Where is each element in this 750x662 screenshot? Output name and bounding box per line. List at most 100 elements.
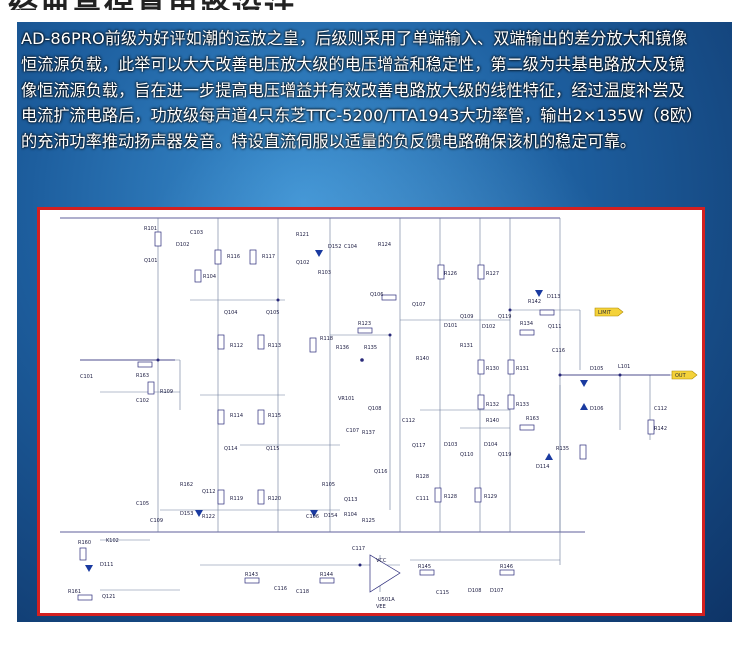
label-r140b: R140 bbox=[486, 418, 499, 424]
label-r117: R117 bbox=[262, 254, 275, 260]
label-q106: Q106 bbox=[370, 292, 383, 298]
label-c104: C104 bbox=[344, 244, 357, 250]
label-r116: R116 bbox=[227, 254, 240, 260]
label-c126: C116 bbox=[552, 348, 565, 354]
resistor-r130 bbox=[477, 359, 485, 375]
resistor-r126 bbox=[437, 264, 445, 280]
resistor-r113 bbox=[257, 334, 265, 350]
label-r131: R131 bbox=[460, 343, 473, 349]
diode-d113 bbox=[535, 290, 543, 297]
resistor-r116 bbox=[214, 249, 222, 265]
limit-tag-label: LIMIT bbox=[598, 310, 612, 316]
resistor-r132 bbox=[477, 394, 485, 410]
label-r124: R124 bbox=[378, 242, 391, 248]
resistor-r114 bbox=[217, 409, 225, 425]
label-c106: C106 bbox=[306, 514, 319, 520]
label-c118: C118 bbox=[296, 589, 309, 595]
resistor-r161 bbox=[77, 594, 93, 601]
label-r135b: R135 bbox=[556, 446, 569, 452]
label-d106: D106 bbox=[590, 406, 603, 412]
resistor-r118 bbox=[309, 337, 317, 353]
label-l101: L101 bbox=[618, 364, 630, 370]
intro-line-5: 的充沛功率推动扬声器发音。特设直流伺服以适量的负反馈电路确保该机的稳定可靠。 bbox=[21, 132, 637, 152]
label-c122: C112 bbox=[654, 406, 667, 412]
resistor-r131 bbox=[507, 359, 515, 375]
label-q109: Q109 bbox=[460, 314, 473, 320]
label-c105: C105 bbox=[136, 501, 149, 507]
label-r130: R130 bbox=[486, 366, 499, 372]
intro-line-2: 恒流源负载，此举可以大大改善电压放大级的电压增益和稳定性，第二级为共基电路放大及… bbox=[21, 54, 685, 74]
label-r136: R136 bbox=[336, 345, 349, 351]
amplifier-schematic: LIMIT OUT R101 Q101 D102 C103 R104 R116 bbox=[37, 207, 705, 616]
label-c102: C102 bbox=[136, 398, 149, 404]
resistor-r128 bbox=[434, 487, 442, 503]
label-r109: R109 bbox=[160, 389, 173, 395]
intro-line-1: AD-86PRO前级为好评如潮的运放之皇，后级则采用了单端输入、双端输出的差分放… bbox=[21, 29, 688, 48]
label-d107: D107 bbox=[490, 588, 503, 594]
label-q105: Q105 bbox=[266, 310, 279, 316]
label-q112: Q112 bbox=[202, 489, 215, 495]
label-k102: K102 bbox=[106, 538, 119, 544]
label-q114: Q114 bbox=[224, 446, 237, 452]
label-r145: R145 bbox=[418, 564, 431, 570]
resistor-r117 bbox=[249, 249, 257, 265]
label-d114: D114 bbox=[536, 464, 549, 470]
label-r118: R118 bbox=[320, 336, 333, 342]
label-r163: R163 bbox=[136, 373, 149, 379]
label-q101: Q101 bbox=[144, 258, 157, 264]
resistor-r142 bbox=[647, 419, 655, 435]
schematic-drawing: LIMIT OUT R101 Q101 D102 C103 R104 R116 bbox=[60, 217, 698, 610]
label-r101: R101 bbox=[144, 226, 157, 232]
label-c116: C116 bbox=[274, 586, 287, 592]
resistor-r119 bbox=[217, 489, 225, 505]
label-r142: R142 bbox=[528, 299, 541, 305]
resistor-r124 bbox=[381, 294, 397, 301]
resistor-r145 bbox=[419, 569, 435, 576]
label-r142b: R142 bbox=[654, 426, 667, 432]
label-d102: D102 bbox=[176, 242, 189, 248]
label-q108: Q108 bbox=[368, 406, 381, 412]
resistor-r103 bbox=[137, 361, 153, 368]
label-r121: R121 bbox=[296, 232, 309, 238]
label-r113: R113 bbox=[268, 343, 281, 349]
label-d113: D113 bbox=[547, 294, 560, 300]
label-q119: Q119 bbox=[498, 314, 511, 320]
label-d105: D105 bbox=[590, 366, 603, 372]
label-r127: R127 bbox=[486, 271, 499, 277]
label-c101: C101 bbox=[80, 374, 93, 380]
label-r119: R119 bbox=[230, 496, 243, 502]
resistor-r143 bbox=[244, 577, 260, 584]
label-r104: R104 bbox=[203, 274, 216, 280]
intro-line-3: 像恒流源负载，旨在进一步提高电压增益并有效改善电路放大级的线性特征，经过温度补尝… bbox=[21, 80, 685, 100]
label-r146: R146 bbox=[500, 564, 513, 570]
label-q119b: Q119 bbox=[498, 452, 511, 458]
label-c107: C107 bbox=[346, 428, 359, 434]
label-r131b: R131 bbox=[516, 366, 529, 372]
diode-d154 bbox=[310, 510, 318, 517]
label-r133: R133 bbox=[516, 402, 529, 408]
label-r126: R126 bbox=[444, 271, 457, 277]
label-d102b: D102 bbox=[482, 324, 495, 330]
diode-d111 bbox=[85, 565, 93, 572]
label-d111: D111 bbox=[100, 562, 113, 568]
label-u501a: U501A bbox=[378, 597, 395, 603]
resistor-r144 bbox=[319, 577, 335, 584]
label-r163b: R163 bbox=[526, 416, 539, 422]
label-c131: C111 bbox=[416, 496, 429, 502]
diode-d106 bbox=[580, 403, 588, 410]
label-r134: R134 bbox=[520, 321, 533, 327]
out-tag-label: OUT bbox=[675, 373, 687, 379]
resistor-r120 bbox=[257, 489, 265, 505]
junction-dot bbox=[156, 358, 160, 362]
resistor-r104 bbox=[194, 269, 202, 283]
label-q113: Q113 bbox=[344, 497, 357, 503]
resistor-r133 bbox=[507, 394, 515, 410]
diode-d114 bbox=[545, 453, 553, 460]
label-r135: R135 bbox=[364, 345, 377, 351]
label-r128: R128 bbox=[444, 494, 457, 500]
label-r160: R160 bbox=[78, 540, 91, 546]
label-c112: C112 bbox=[402, 418, 415, 424]
resistor-r110 bbox=[539, 309, 555, 316]
label-d104: D104 bbox=[484, 442, 497, 448]
label-q111: Q111 bbox=[548, 324, 561, 330]
